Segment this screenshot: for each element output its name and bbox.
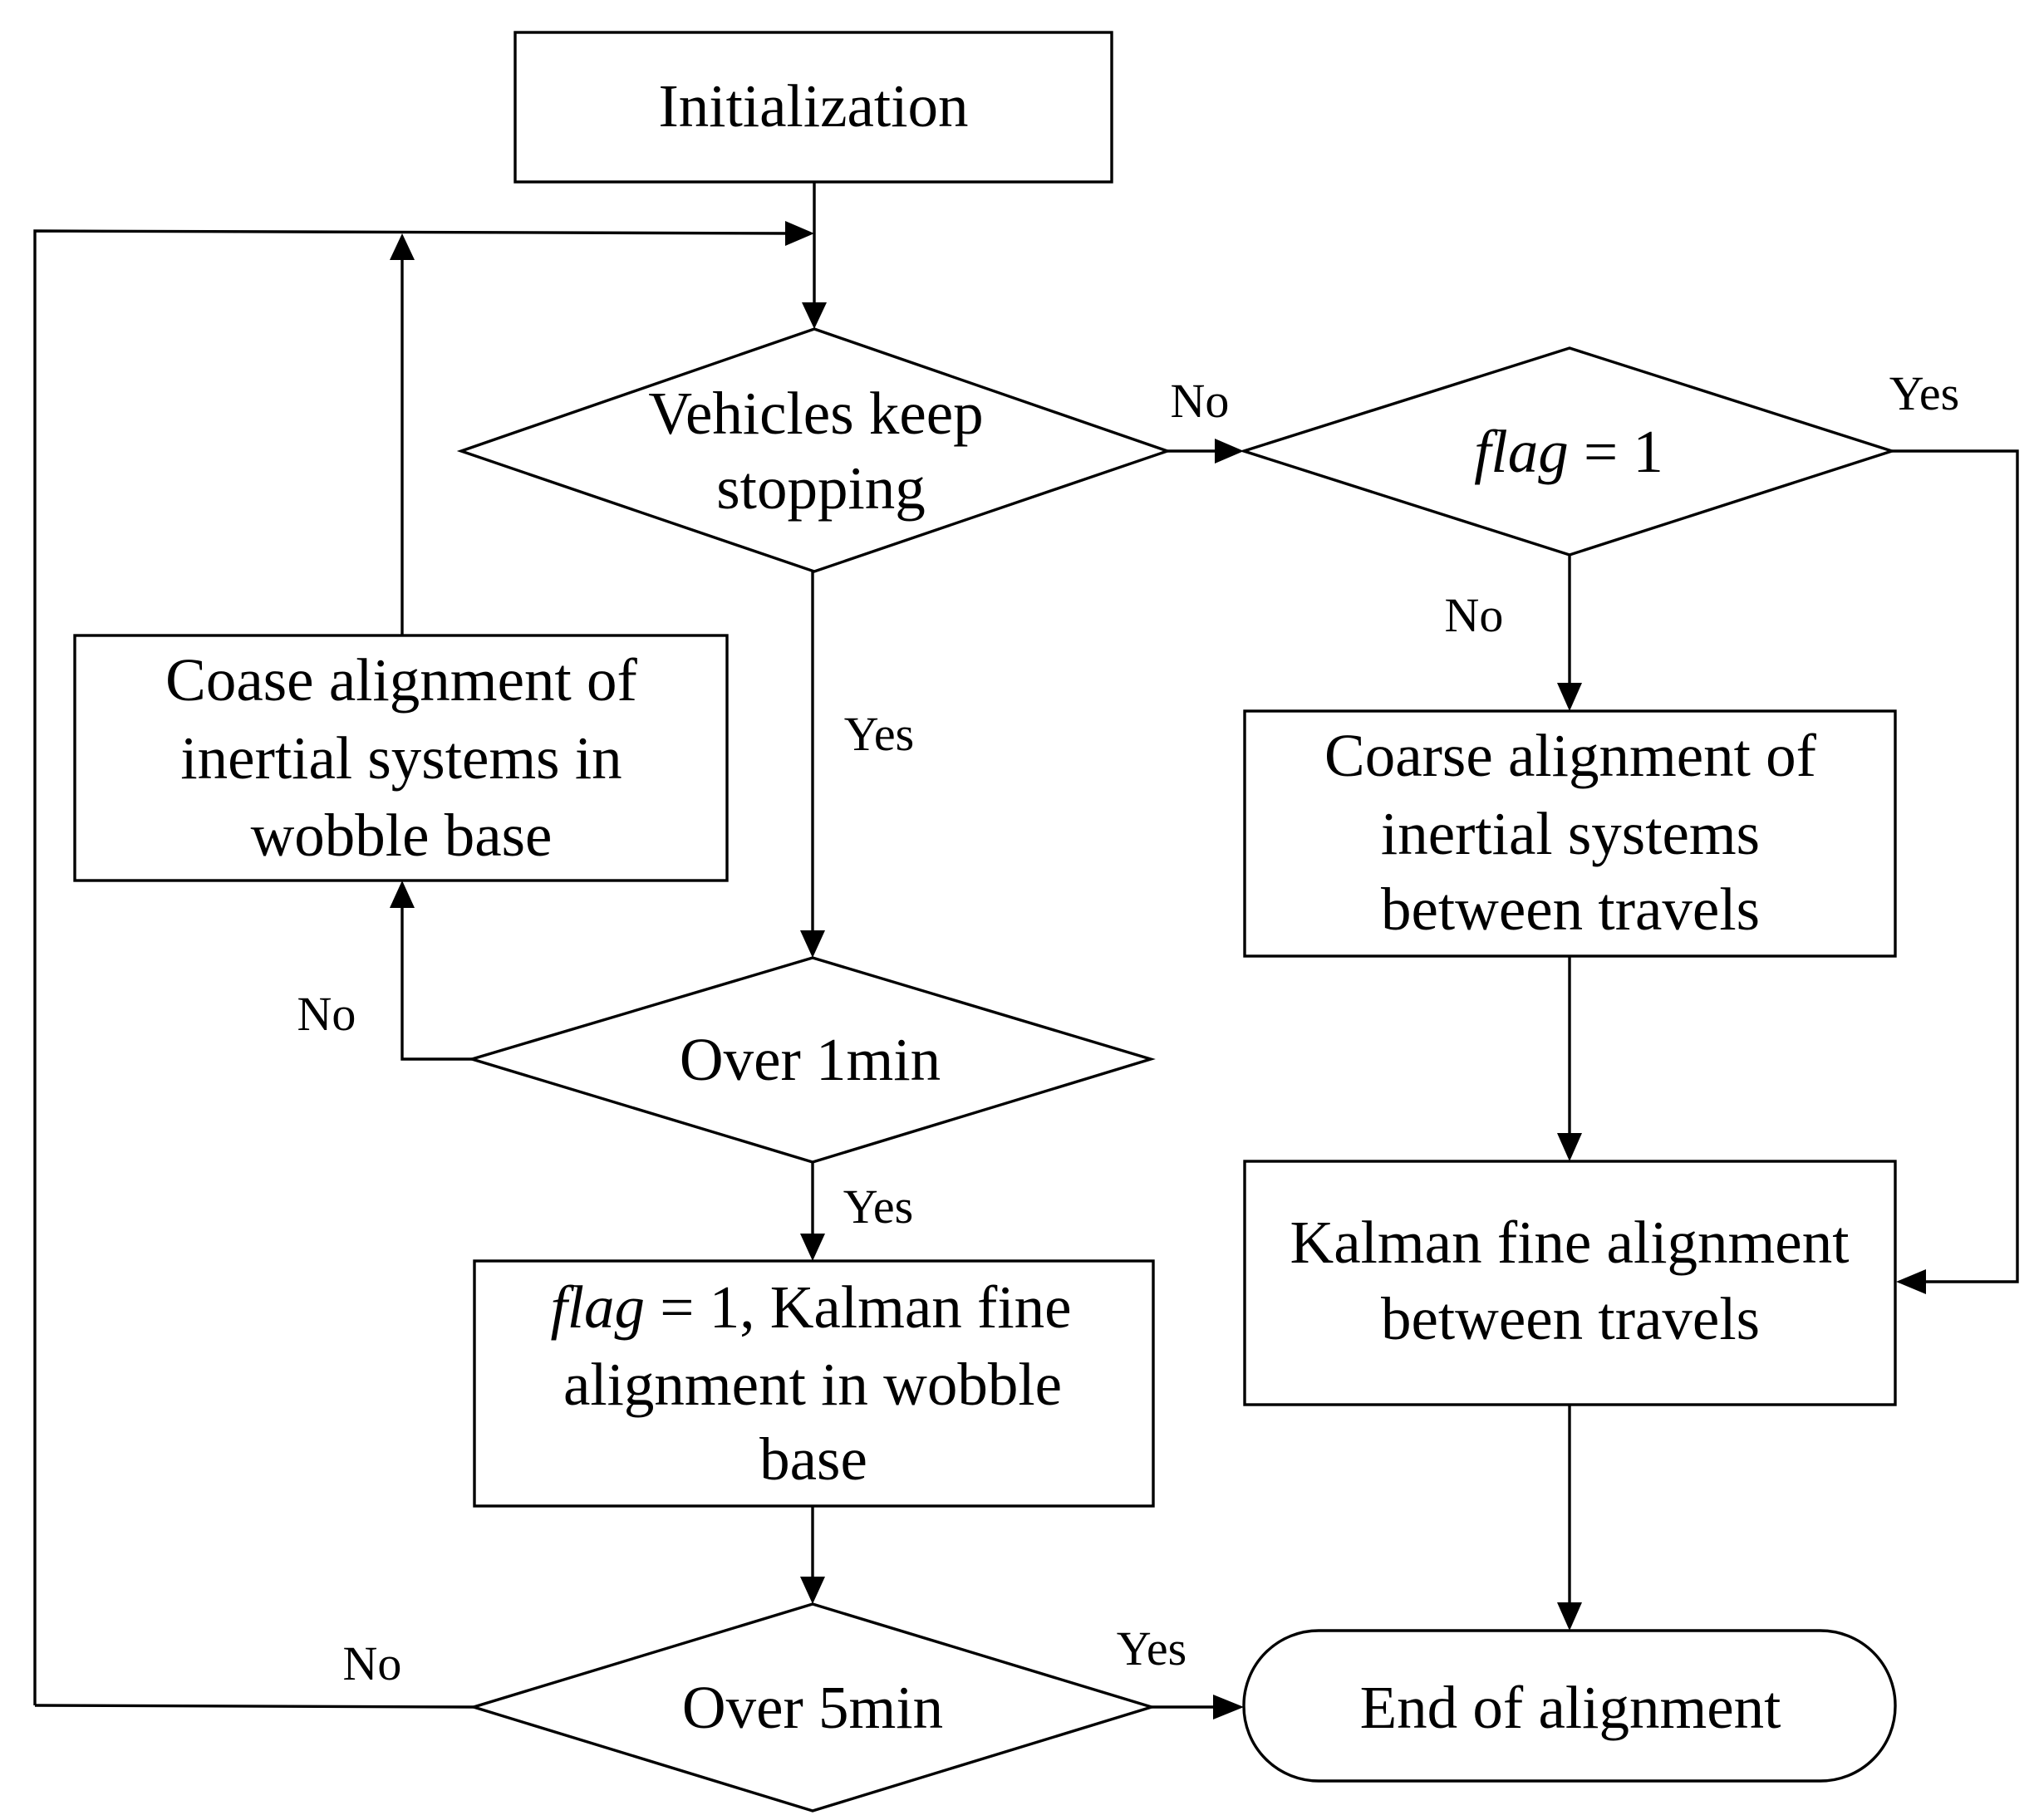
- decision-flag: [1239, 346, 1897, 557]
- box-coase-alignment-wobble: [73, 634, 729, 882]
- label-over-5min: Over 5min: [682, 1674, 943, 1741]
- node-labels: Initialization Vehicles keep stopping fl…: [165, 72, 1849, 1741]
- label-over-1min: Over 1min: [680, 1026, 941, 1093]
- edge-label-min5-no: No: [343, 1636, 402, 1690]
- arrow-coarse-to-kalman: [1557, 1133, 1582, 1161]
- arrow-coase-up: [390, 233, 415, 260]
- box-kalman-wobble: [473, 1259, 1155, 1508]
- arrow-into-flag: [1215, 439, 1244, 464]
- arrow-into-over-1min: [800, 930, 825, 958]
- edge-label-min1-no: No: [297, 987, 356, 1041]
- edge-label-min5-yes: Yes: [1117, 1621, 1186, 1675]
- label-flag-check: flag = 1: [1474, 418, 1663, 485]
- arrow-into-coarse-travels: [1557, 683, 1582, 711]
- label-coarse-3: between travels: [1381, 876, 1760, 943]
- edge-min1-no: [400, 903, 472, 1061]
- label-coase-3: wobble base: [251, 802, 553, 869]
- edge-min5-no: [34, 1704, 474, 1709]
- label-vehicles-stopping-2: stopping: [716, 454, 925, 522]
- box-initialization: [513, 31, 1113, 184]
- edge-labels: No Yes No Yes No Yes Yes No: [297, 366, 1960, 1690]
- box-coarse-alignment-travels: [1243, 709, 1897, 958]
- label-vehicles-stopping-1: Vehicles keep: [648, 380, 983, 447]
- flag-variable-2: flag: [550, 1273, 645, 1341]
- edge-label-stopping-no: No: [1171, 374, 1230, 428]
- connectors: [33, 182, 2019, 1719]
- edge-label-flag-yes: Yes: [1889, 366, 1959, 420]
- label-kalman-travels-2: between travels: [1381, 1285, 1760, 1352]
- label-kalman-wobble-1: flag = 1, Kalman fine: [550, 1273, 1071, 1341]
- flag-equals-one: = 1: [1569, 418, 1663, 485]
- flag-variable: flag: [1474, 418, 1569, 485]
- arrow-into-end: [1557, 1602, 1582, 1631]
- shapes: [73, 31, 1897, 1813]
- edge-label-flag-no: No: [1445, 588, 1504, 642]
- terminal-end-of-alignment: [1242, 1629, 1897, 1783]
- label-coarse-1: Coarse alignment of: [1324, 722, 1817, 789]
- label-coase-2: inertial systems in: [180, 724, 622, 792]
- arrow-into-stopping: [802, 302, 827, 329]
- edge-label-stopping-yes: Yes: [844, 707, 914, 761]
- arrow-into-over-5min: [800, 1577, 825, 1604]
- decision-over-5min: [469, 1602, 1157, 1813]
- label-kalman-wobble-2: alignment in wobble: [563, 1351, 1062, 1418]
- label-kalman-travels-1: Kalman fine alignment: [1290, 1209, 1849, 1276]
- arrow-into-kalman-travels: [1896, 1269, 1926, 1294]
- arrow-into-kalman-wobble: [800, 1234, 825, 1261]
- label-coase-1: Coase alignment of: [165, 646, 637, 714]
- edge-label-min1-yes: Yes: [843, 1180, 913, 1234]
- label-kalman-wobble-3: base: [759, 1425, 867, 1493]
- decision-over-1min: [467, 956, 1156, 1164]
- arrow-into-coase: [390, 881, 415, 908]
- flag-kalman-text: = 1, Kalman fine: [645, 1273, 1072, 1341]
- label-coarse-2: inertial systems: [1381, 800, 1760, 867]
- decision-vehicles-stopping: [456, 327, 1172, 573]
- label-initialization: Initialization: [659, 72, 969, 140]
- arrow-loop-back-top: [785, 221, 814, 246]
- edge-loop-back-top: [33, 229, 794, 1705]
- label-end-of-alignment: End of alignment: [1360, 1674, 1781, 1741]
- edge-flag-yes: [1892, 449, 2019, 1283]
- arrow-min5-to-end: [1213, 1695, 1244, 1719]
- box-kalman-travels: [1243, 1160, 1897, 1406]
